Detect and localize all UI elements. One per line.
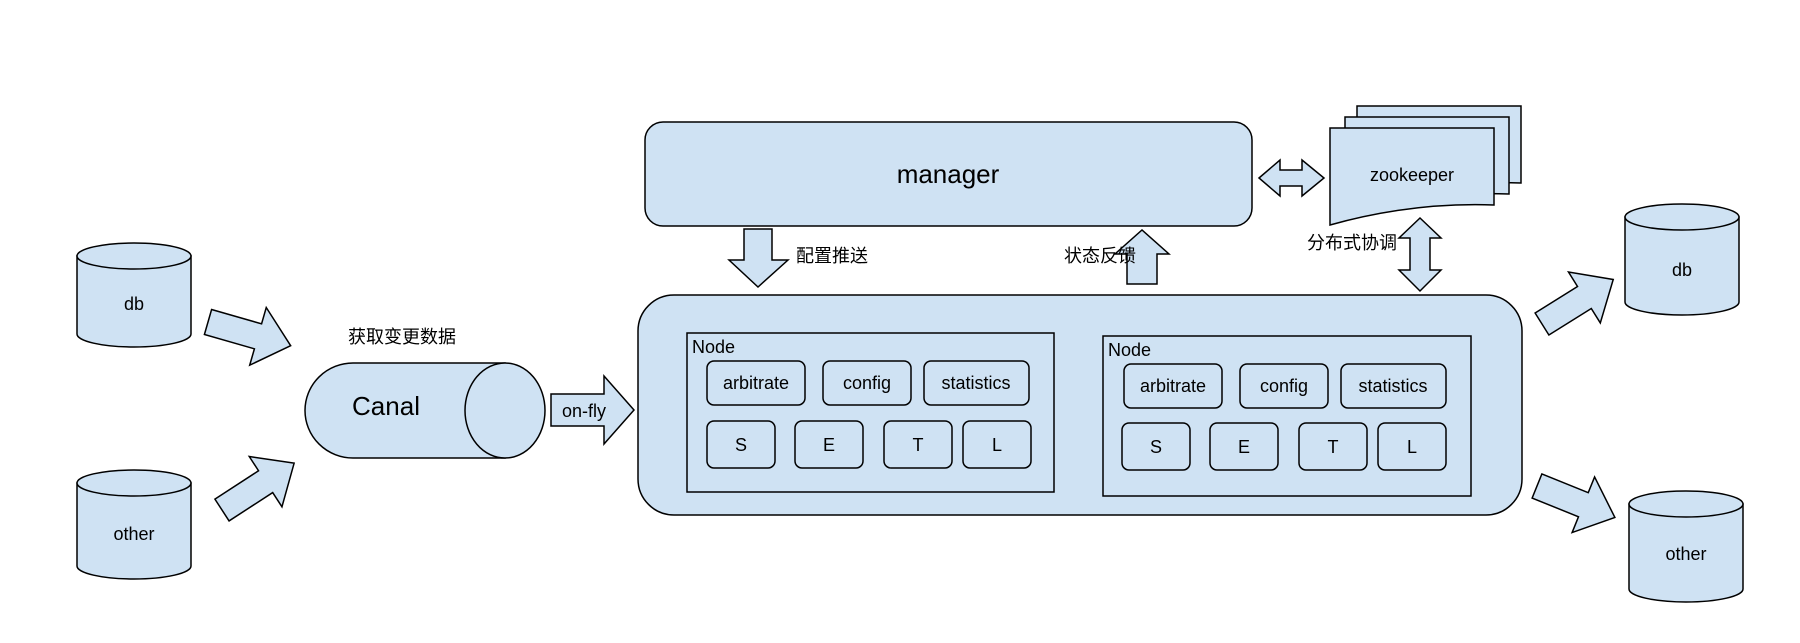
canal-label: Canal <box>352 391 420 421</box>
fetch-changes-label: 获取变更数据 <box>348 327 456 348</box>
node-2-stage-t-box <box>1298 422 1368 471</box>
node-2-config-box <box>1239 363 1329 409</box>
coordination-double-arrow <box>1397 216 1443 293</box>
node-2-stage-l-box <box>1377 422 1447 471</box>
config-push-label: 配置推送 <box>796 246 868 267</box>
node-2-config-label: config <box>1260 376 1308 396</box>
source-other-to-canal-arrow <box>213 455 296 522</box>
node-2-statistics-box <box>1340 363 1447 409</box>
zookeeper-documents: zookeeper <box>1329 105 1522 226</box>
node-2-stage-e-box <box>1209 422 1279 471</box>
distributed-coord-label: 分布式协调 <box>1307 233 1397 254</box>
status-feedback-arrow <box>1113 228 1171 285</box>
manager-label: manager <box>897 159 1000 189</box>
node-1-statistics-label: statistics <box>941 373 1010 393</box>
node-1-config-label: config <box>843 373 891 393</box>
node-2-stage-e-label: E <box>1238 437 1250 457</box>
target-db-label: db <box>1672 260 1692 280</box>
node-1-stage-e-box <box>794 420 864 469</box>
manager-box: manager <box>644 121 1253 227</box>
node-2-title: Node <box>1108 340 1151 360</box>
node-2-statistics-label: statistics <box>1358 376 1427 396</box>
node-2-stage-s-label: S <box>1150 437 1162 457</box>
node-1-statistics-box <box>923 360 1030 406</box>
node-1-stage-l-label: L <box>992 435 1002 455</box>
source-other-cylinder: other <box>76 469 192 580</box>
target-db-cylinder: db <box>1624 203 1740 316</box>
to-target-other-arrow <box>1531 472 1616 534</box>
onfly-label: on-fly <box>562 401 606 421</box>
config-push-arrow <box>727 228 790 289</box>
zookeeper-label: zookeeper <box>1370 165 1454 185</box>
node-1-arbitrate-box <box>706 360 806 406</box>
source-other-label: other <box>113 524 154 544</box>
node-1-title: Node <box>692 337 735 357</box>
canal-cylinder: Canal <box>304 362 546 459</box>
status-feedback-label: 状态反馈 <box>1064 246 1136 267</box>
onfly-arrow: on-fly <box>550 374 636 446</box>
node-2-stage-s-box <box>1121 422 1191 471</box>
source-db-to-canal-arrow <box>203 305 292 367</box>
to-target-db-arrow <box>1534 271 1615 337</box>
node-1: Node arbitrate config statistics S E T L <box>686 332 1055 493</box>
source-db-cylinder: db <box>76 242 192 348</box>
target-other-label: other <box>1665 544 1706 564</box>
node-1-stage-l-box <box>962 420 1032 469</box>
node-2-arbitrate-box <box>1123 363 1223 409</box>
node-1-stage-t-box <box>883 420 953 469</box>
node-2-stage-l-label: L <box>1407 437 1417 457</box>
node-1-stage-s-box <box>706 420 776 469</box>
node-1-arbitrate-label: arbitrate <box>723 373 789 393</box>
node-2: Node arbitrate config statistics S E T L <box>1102 335 1472 497</box>
manager-zookeeper-double-arrow <box>1257 158 1326 198</box>
source-db-label: db <box>124 294 144 314</box>
node-2-arbitrate-label: arbitrate <box>1140 376 1206 396</box>
node-2-stage-t-label: T <box>1328 437 1339 457</box>
target-other-cylinder: other <box>1628 490 1744 603</box>
node-1-config-box <box>822 360 912 406</box>
node-1-stage-e-label: E <box>823 435 835 455</box>
node-1-stage-s-label: S <box>735 435 747 455</box>
node-1-stage-t-label: T <box>913 435 924 455</box>
